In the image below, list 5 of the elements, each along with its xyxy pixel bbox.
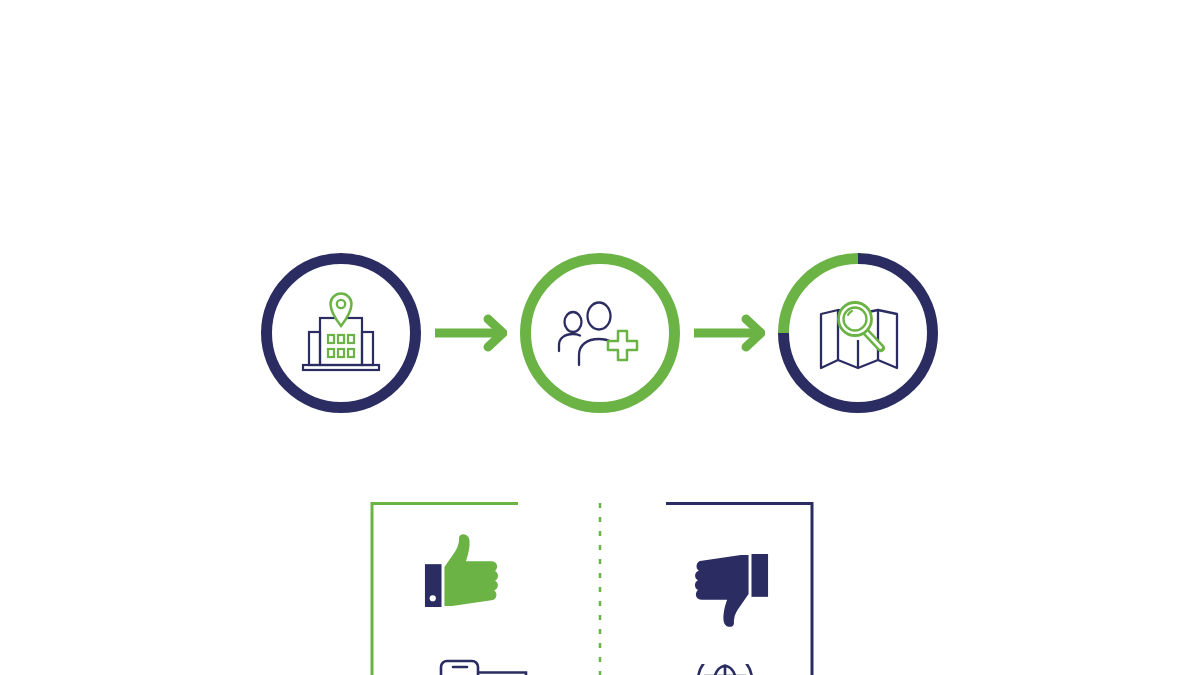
circle-node [520, 253, 680, 413]
circle-node [778, 253, 938, 413]
arrow [435, 314, 508, 352]
circle-node [261, 253, 421, 413]
arrow [694, 314, 766, 352]
